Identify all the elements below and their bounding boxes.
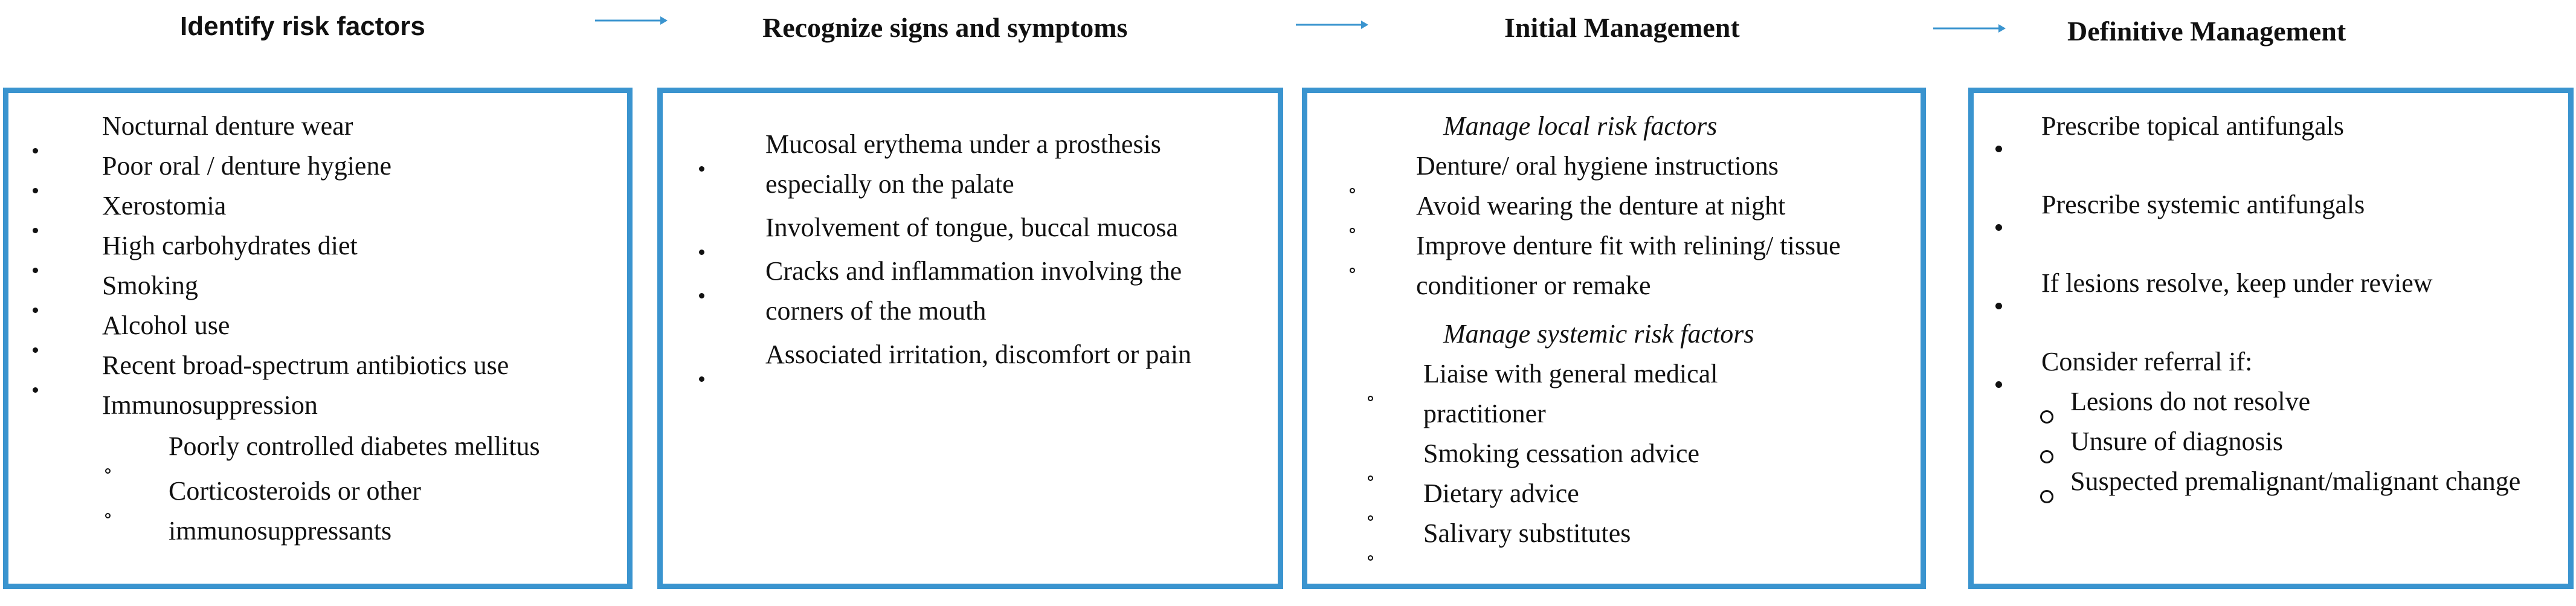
box-definitive-management: Prescribe topical antifungals Prescribe …	[1968, 88, 2574, 589]
bullet-dot	[33, 125, 38, 165]
box-risk-factors: Nocturnal denture wear Poor oral / dentu…	[3, 88, 633, 589]
list-item: Cracks and inflammation involving the co…	[663, 251, 1273, 331]
list-item: Smoking cessation advice	[1307, 434, 1918, 481]
box-initial-management: Manage local risk factors Denture/ oral …	[1302, 88, 1926, 589]
bullet-circle	[1368, 373, 1373, 413]
bullet-dot	[699, 353, 704, 393]
bullet-dot	[33, 364, 38, 404]
arrow-1	[595, 16, 668, 25]
bullet-circle	[1350, 165, 1355, 205]
bullet-dot	[33, 205, 38, 245]
bullet-circle	[1368, 492, 1373, 532]
bullet-circle	[2040, 475, 2053, 515]
list-item: Poorly controlled diabetes mellitus	[8, 427, 625, 474]
section-title-local: Manage local risk factors	[1443, 111, 1718, 141]
list-item: Avoid wearing the denture at night	[1307, 186, 1918, 233]
bullet-dot	[699, 270, 704, 310]
bullet-circle	[1350, 205, 1355, 245]
list-item: Suspected premalignant/malignant change	[1974, 462, 2569, 503]
bullet-dot	[33, 324, 38, 364]
bullet-dot	[1995, 124, 2002, 164]
list-item: Xerostomia	[8, 186, 625, 233]
list-item: Lesions do not resolve	[1974, 382, 2569, 424]
arrow-2	[1296, 21, 1368, 29]
list-item: Unsure of diagnosis	[1974, 422, 2569, 463]
bullet-dot	[699, 143, 704, 183]
bullet-circle	[105, 490, 111, 530]
bullet-circle	[1368, 453, 1373, 492]
bullet-dot	[1995, 281, 2002, 321]
bullet-dot	[33, 245, 38, 285]
list-item: Recent broad-spectrum antibiotics use	[8, 346, 625, 393]
list-item: Prescribe topical antifungals	[1974, 106, 2569, 152]
list-item: Salivary substitutes	[1307, 514, 1918, 561]
list-item: Improve denture fit with relining/ tissu…	[1307, 226, 1918, 306]
header-identify-risk-factors: Identify risk factors	[180, 11, 425, 41]
bullet-circle	[1350, 245, 1355, 285]
list-item: Associated irritation, discomfort or pai…	[663, 335, 1273, 382]
list-item: Corticosteroids or other immunosuppressa…	[8, 471, 625, 551]
list-item: Consider referral if:	[1974, 342, 2569, 388]
header-initial-management: Initial Management	[1504, 12, 1740, 43]
bullet-dot	[1995, 359, 2002, 399]
bullet-circle	[1368, 532, 1373, 572]
bullet-circle	[2040, 435, 2053, 475]
list-item: High carbohydrates diet	[8, 226, 625, 273]
list-item: Prescribe systemic antifungals	[1974, 185, 2569, 231]
list-item: Immunosuppression	[102, 390, 318, 420]
list-item: Liaise with general medical practitioner	[1307, 354, 1918, 434]
list-item: Dietary advice	[1307, 474, 1918, 521]
bullet-circle	[105, 445, 111, 485]
list-item: Nocturnal denture wear	[8, 106, 625, 153]
list-item: If lesions resolve, keep under review	[1974, 263, 2569, 309]
section-title-systemic: Manage systemic risk factors	[1443, 319, 1754, 349]
list-item: Smoking	[8, 266, 625, 313]
bullet-dot	[33, 285, 38, 324]
list-item: Alcohol use	[8, 306, 625, 353]
header-definitive-management: Definitive Management	[2067, 16, 2346, 47]
list-item: Poor oral / denture hygiene	[8, 146, 625, 193]
list-item: Denture/ oral hygiene instructions	[1307, 146, 1918, 193]
header-recognize-signs: Recognize signs and symptoms	[762, 12, 1128, 43]
bullet-dot	[1995, 202, 2002, 242]
bullet-dot	[699, 227, 704, 266]
bullet-circle	[2040, 395, 2053, 435]
arrow-3	[1933, 24, 2006, 33]
bullet-dot	[33, 165, 38, 205]
list-item: Involvement of tongue, buccal mucosa	[663, 208, 1273, 255]
list-item: Mucosal erythema under a prosthesis espe…	[663, 124, 1273, 204]
box-signs-symptoms: Mucosal erythema under a prosthesis espe…	[657, 88, 1283, 589]
